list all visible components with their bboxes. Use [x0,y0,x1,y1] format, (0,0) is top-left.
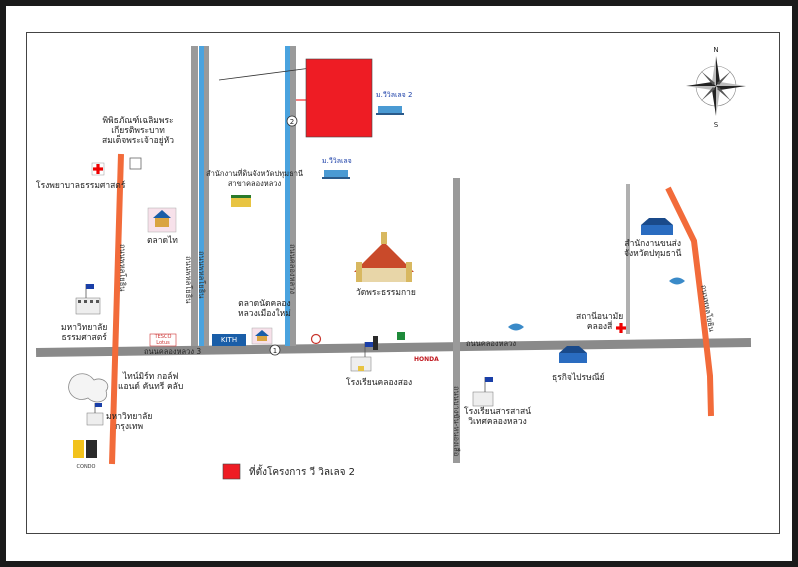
svg-text:2: 2 [290,118,294,126]
museum-icon [129,157,142,170]
road-label-horizontal-right: ถนนคลองหลวง [466,339,516,348]
traffic-light-icon [373,336,378,350]
vertical-road-left-1 [191,46,198,346]
be-condo-logo: CONDO [72,438,102,470]
khlong-song-school-label: โรงเรียนคลองสอง [346,378,413,388]
road-label-vertical-mid: ถนนคลองหลวง [288,244,297,294]
legend-swatch [222,463,241,480]
road-badge-2: 2 [286,115,298,127]
provincial-office-label: สำนักงานขนส่ง จังหวัดปทุมธานี [624,239,682,259]
temple-label: วัดพระธรรมกาย [356,288,416,298]
ptt-station-icon [310,333,322,345]
post-office-icon [559,346,587,363]
khlong-song-school-icon [350,342,373,372]
orange-road-left [109,153,124,465]
tesco-lotus-label: TESCO Lotus [154,334,172,346]
svg-text:N: N [713,46,718,54]
canal-mid [285,46,290,346]
map-page: 2 1 N S [6,6,792,561]
map-frame [26,32,780,534]
road-label-vertical-left-2: ถนนพหลโยธิน [197,251,206,299]
legend-title: ที่ตั้งโครงการ วี วิลเลจ 2 [249,467,355,478]
road-badge-1: 1 [269,344,281,356]
clinic-cross-icon [616,323,626,333]
tesco-lotus-logo [149,333,177,347]
svg-text:1: 1 [273,347,277,355]
golf-label: ไทน์มิร์ท กอล์ฟ แอนด์ คันทรี คลับ [118,372,184,392]
main-horizontal-road [35,338,752,358]
hospital-label: โรงพยาบาลธรรมศาสตร์ [36,181,126,191]
svg-text:S: S [714,121,719,129]
compass-rose: N S [686,46,746,129]
provincial-office-icon [641,218,673,235]
golf-course-icon [68,373,109,403]
fish-icon-2 [669,277,685,285]
orange-road-right [665,186,714,417]
market2-icon [251,327,273,345]
svg-text:CONDO: CONDO [77,464,96,470]
land-office-label: สำนักงานที่ดินจังหวัดปทุมธานี สาขาคลองหล… [206,169,304,188]
village2-label: ม.วีวิลเลจ 2 [376,91,413,99]
museum-label: พิพิธภัณฑ์เฉลิมพระ เกียรติพระบาท สมเด็จพ… [102,116,175,146]
market2-label: ตลาดนัดคลอง หลวงเมืองใหม่ [238,299,291,319]
kith-logo [212,334,246,346]
post-office-label: ธุรกิจไปรษณีย์ [552,373,605,383]
market-label: ตลาดไท [147,236,178,246]
seven-eleven-icon [397,332,405,340]
project-connector [218,67,312,81]
road-label-vertical-lower: ถนนบางขัน-หนองเสือ [452,386,461,457]
honda-label: HONDA [414,356,439,363]
vertical-road-lower [453,178,460,463]
honda-logo [411,356,439,364]
road-label-horizontal: ถนนคลองหลวง 3 [144,347,202,356]
hospital-cross-icon [91,162,105,176]
village2-building-icon [376,106,404,115]
market-icon [147,207,177,233]
road-label-vertical-left-1: ถนนพหลโยธิน [184,256,193,304]
land-office-icon [231,195,251,207]
village-label: ม.วีวิลเลจ [322,157,352,165]
vertical-road-left-2 [204,46,209,346]
sarasas-school-label: โรงเรียนสารสาสน์ วิเทศคลองหลวง [464,407,532,427]
kith-label: KITH [220,336,238,344]
bangkok-university-label: มหาวิทยาลัย กรุงเทพ [106,412,153,432]
canal-left [199,46,204,346]
location-map: 2 1 N S [35,46,752,480]
thammasat-university-icon [75,284,101,315]
temple-icon [354,232,414,282]
vertical-road-right [626,184,630,334]
clinic-label: สถานีอนามัย คลองสี่ [576,312,624,332]
sarasas-school-icon [472,377,494,407]
project-site [305,58,373,138]
fish-icon-1 [508,323,524,331]
thammasat-label: มหาวิทยาลัย ธรรมศาสตร์ [61,323,108,343]
road-label-orange-left: ถนนพหลโยธิน [118,244,127,292]
vertical-road-mid [290,46,296,346]
village-building-icon [322,170,350,179]
bangkok-university-icon [86,403,104,426]
